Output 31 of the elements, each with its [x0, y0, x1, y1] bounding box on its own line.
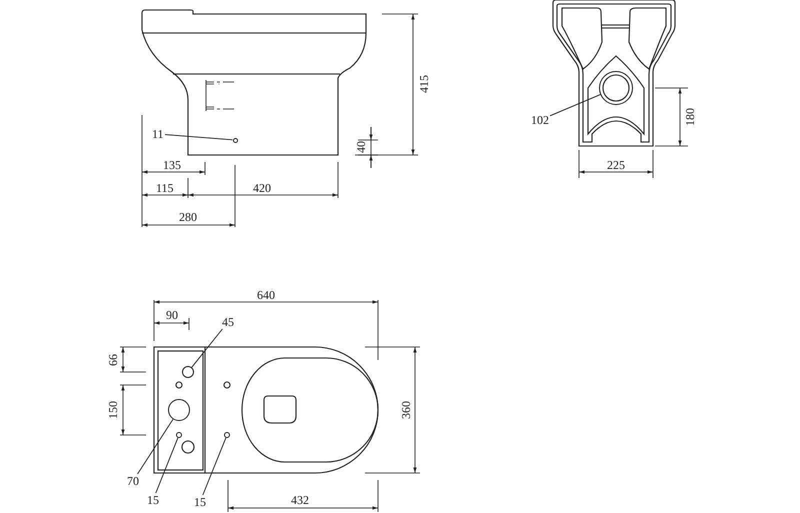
dimension-label: 180 — [684, 108, 696, 126]
dimension-label: 150 — [107, 401, 119, 419]
dimension-label: 415 — [418, 75, 430, 93]
leader-line — [191, 328, 223, 368]
dimension-label: 432 — [291, 494, 309, 506]
callout-number: 70 — [127, 475, 139, 487]
dimension-label: 225 — [607, 159, 625, 171]
hole — [176, 432, 182, 438]
dimension-label: 420 — [253, 182, 271, 194]
callout-number: 15 — [147, 494, 159, 506]
hole — [168, 399, 190, 421]
callout-number: 102 — [531, 114, 549, 126]
callout-number: 45 — [222, 316, 234, 328]
dimension-label: 280 — [179, 211, 197, 223]
leader-line — [155, 437, 178, 494]
callout-number: 15 — [194, 496, 206, 508]
hole — [182, 366, 194, 378]
callout-number: 11 — [152, 128, 164, 140]
hole — [224, 432, 230, 438]
dimension-label: 40 — [355, 141, 367, 153]
dimension-label: 360 — [400, 401, 412, 419]
hole — [232, 138, 238, 142]
dimension-label: 90 — [166, 309, 178, 321]
hole — [599, 71, 633, 105]
dimension-label: 66 — [107, 354, 119, 366]
leader-line — [202, 437, 226, 496]
leader-line — [164, 134, 233, 140]
dimension-label: 135 — [163, 159, 181, 171]
leader-line — [137, 418, 174, 474]
dimension-label: 640 — [257, 289, 275, 301]
dimension-label: 115 — [156, 182, 174, 194]
